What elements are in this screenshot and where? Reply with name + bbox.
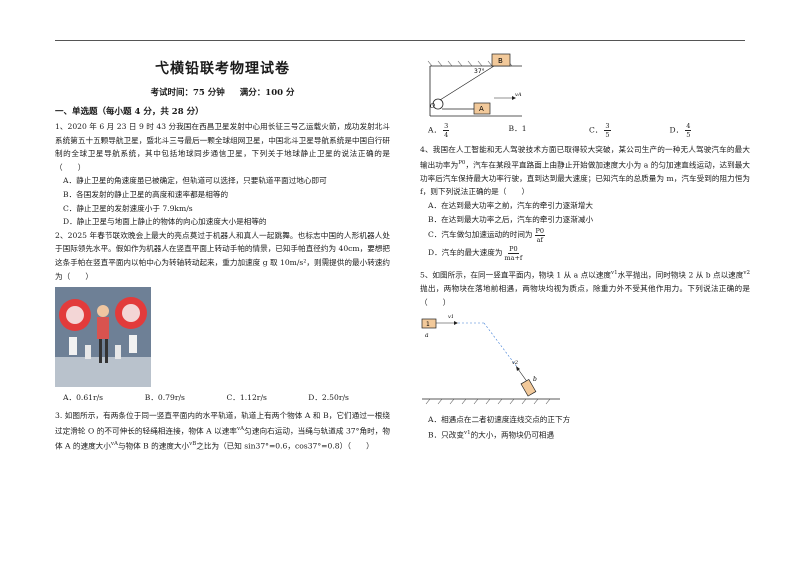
fig-block-1: 1 bbox=[426, 321, 430, 328]
q5-stem: 5、如图所示，在同一竖直平面内，物块 1 从 a 点以速度v1水平抛出，同时物块… bbox=[420, 267, 750, 309]
q2-option-a: A．0.61r/s bbox=[63, 393, 104, 403]
q4-p0-symbol: P0 bbox=[458, 159, 466, 166]
q5-option-b: B．只改变v1的大小，两物块仍可相遇 bbox=[428, 427, 750, 442]
fig-point-b: b bbox=[533, 376, 537, 383]
section-heading: 一、单选题（每小题 4 分，共 28 分） bbox=[55, 107, 204, 117]
fig-angle-label: 37° bbox=[474, 68, 485, 75]
fig-v2-label: v2 bbox=[512, 360, 518, 366]
q3-d-den: 5 bbox=[686, 131, 691, 139]
q4-c-num: P0 bbox=[534, 226, 546, 236]
fig-v1-label: v1 bbox=[448, 314, 454, 320]
fig-label-a: A bbox=[479, 105, 484, 113]
q2-options: A．0.61r/s B．0.79r/s C．1.12r/s D．2.50r/s bbox=[63, 391, 390, 405]
q3-pulley-figure: B 37° O A vA bbox=[427, 53, 522, 117]
q2-option-c: C．1.12r/s bbox=[226, 393, 267, 403]
q4-stem: 4、我国在人工智能和无人驾驶技术方面已取得较大突破，某公司生产的一种无人驾驶汽车… bbox=[420, 143, 750, 199]
q3-d-num: 4 bbox=[685, 122, 692, 131]
q2-stem: 2、2025 年春节联欢晚会上最大的亮点莫过于机器人和真人一起跳舞。也标志中国的… bbox=[55, 230, 390, 281]
q3-stem-part3: 与物体 B 的速度大小 bbox=[117, 441, 190, 451]
q3-b-value: 1 bbox=[521, 124, 527, 133]
q3-c-den: 5 bbox=[605, 131, 610, 139]
full-score: 满分：100 分 bbox=[239, 88, 295, 98]
q1-option-b: B．各国发射的静止卫星的高度和速率都是相等的 bbox=[63, 189, 229, 199]
fig-point-a: a bbox=[425, 332, 429, 339]
q1-option-c: C．静止卫星的发射速度小于 7.9km/s bbox=[63, 203, 193, 213]
q3-c-num: 3 bbox=[604, 122, 611, 131]
q5-projectile-figure: 1 a v1 v2 b bbox=[421, 314, 560, 405]
q3-option-b: B．1 bbox=[508, 124, 527, 133]
q3-va-symbol-2: vA bbox=[110, 440, 118, 447]
q5-v2-symbol: v2 bbox=[743, 270, 750, 277]
q2-option-b: B．0.79r/s bbox=[144, 393, 185, 403]
q4-stem-part1: 4、我国在人工智能和无人驾驶技术方面已取得较大突破，某公司生产的一种无人驾驶汽车… bbox=[420, 145, 750, 170]
q4-option-a: A．在达到最大功率之前，汽车的牵引力逐渐增大 bbox=[428, 200, 593, 210]
exam-meta: 考试时间：75 分钟 满分：100 分 bbox=[55, 86, 390, 98]
q5-stem-part3: 抛出，两物块在落地前相遇，两物块均视为质点，除重力外不受其他作用力。下列说法正确… bbox=[420, 284, 750, 307]
q3-va-symbol: vA bbox=[237, 425, 245, 432]
q2-option-d: D．2.50r/s bbox=[308, 393, 349, 403]
q1-stem: 1、2020 年 6 月 23 日 9 时 43 分我国在西昌卫星发射中心用长征… bbox=[55, 122, 390, 172]
left-column: 弋横铅联考物理试卷 考试时间：75 分钟 满分：100 分 一、单选题（每小题 … bbox=[55, 48, 390, 453]
robot-dance-photo bbox=[55, 287, 151, 388]
q5-b-part1: B．只改变 bbox=[428, 430, 464, 440]
q3-vb-symbol: vB bbox=[189, 440, 197, 447]
q5-option-a: A．相遇点在二者初速度连线交点的正下方 bbox=[428, 415, 571, 425]
q4-option-b: B．在达到最大功率之后，汽车的牵引力逐渐减小 bbox=[428, 214, 594, 224]
q3-stem-part4: 之比为（已知 sin37°=0.6，cos37°=0.8）（ ） bbox=[196, 441, 374, 451]
q1-option-a: A．静止卫星的角速度虽已被确定，但轨道可以选择，只要轨道平面过地心即可 bbox=[63, 176, 327, 186]
exam-time: 考试时间：75 分钟 bbox=[150, 88, 225, 98]
top-rule bbox=[55, 40, 745, 41]
fig-va-label: vA bbox=[515, 92, 522, 98]
q5-stem-part2: 水平抛出，同时物块 2 从 b 点以速度 bbox=[617, 270, 744, 280]
q3-a-den: 4 bbox=[444, 131, 449, 139]
q3-stem-part1: 3. 如图所示，有两条位于同一竖直平面内的水平轨道，轨道上有两个物体 A 和 B… bbox=[55, 411, 390, 436]
page-title: 弋横铅联考物理试卷 bbox=[155, 61, 290, 77]
q5-v1-symbol: v1 bbox=[611, 270, 618, 277]
q3-stem-part2: 匀速向右运动，当绳与轨道成 37°角时，物体 A 的速度大小 bbox=[55, 426, 390, 451]
q4-stem-part2: ，汽车在某段平直路面上由静止开始做加速度大小为 a 的匀加速直线运动，达到最大功… bbox=[420, 160, 750, 197]
fig-label-b: B bbox=[498, 57, 503, 65]
robot-photo-illustration bbox=[55, 287, 151, 388]
q4-c-text: C．汽车做匀加速运动的时间为 bbox=[428, 230, 533, 240]
q5-b-part2: 的大小，两物块仍可相遇 bbox=[470, 430, 555, 440]
q3-a-num: 3 bbox=[443, 122, 450, 131]
q4-d-text: D．汽车的最大速度为 bbox=[428, 248, 503, 258]
fig-pulley-o: O bbox=[430, 103, 435, 110]
q3-stem: 3. 如图所示，有两条位于同一竖直平面内的水平轨道，轨道上有两个物体 A 和 B… bbox=[55, 409, 390, 453]
q4-d-num: P0 bbox=[508, 244, 519, 254]
q4-d-den: ma+f bbox=[504, 253, 523, 262]
q4-c-den: af bbox=[536, 235, 543, 244]
q5-stem-part1: 5、如图所示，在同一竖直平面内，物块 1 从 a 点以速度 bbox=[420, 270, 612, 280]
q5-b-v1: v1 bbox=[463, 430, 471, 436]
q1-option-d: D．静止卫星与地面上静止的物体的向心加速度大小是相等的 bbox=[63, 217, 267, 227]
